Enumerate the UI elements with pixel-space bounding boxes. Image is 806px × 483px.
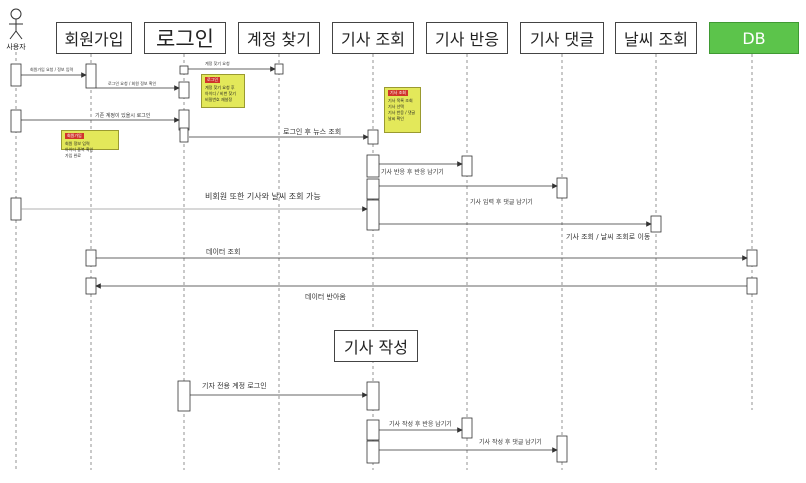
note-line: 비밀번호 재설정 bbox=[205, 97, 233, 102]
note-line: 계정 찾기 요청 후 bbox=[205, 85, 235, 90]
activation-box bbox=[178, 81, 190, 99]
note-line: 날씨 확인 bbox=[388, 116, 404, 121]
note-line: 기사 선택 bbox=[388, 104, 404, 109]
participant-db: DB bbox=[709, 22, 799, 54]
section-title: 기사 작성 bbox=[334, 330, 418, 362]
activation-box bbox=[746, 249, 758, 267]
activation-box bbox=[274, 63, 284, 75]
participant-find: 계정 찾기 bbox=[238, 22, 320, 54]
participant-login: 로그인 bbox=[144, 22, 226, 54]
message-label: 기사 조회 / 날씨 조회로 이동 bbox=[566, 233, 651, 241]
activation-box bbox=[10, 109, 22, 133]
message-label: 기사 반응 후 반응 남기기 bbox=[381, 169, 444, 176]
note-line: 회원 정보 입력 bbox=[65, 141, 90, 146]
note-line: 기사 반응 / 댓글 bbox=[388, 110, 416, 115]
activation-box bbox=[461, 155, 473, 177]
activation-box bbox=[179, 127, 189, 143]
note-tag: 기사 조회 bbox=[388, 90, 408, 96]
activation-box bbox=[366, 381, 380, 411]
activation-box bbox=[461, 417, 473, 439]
activation-box bbox=[366, 419, 380, 441]
message-label: 데이터 반아옴 bbox=[305, 293, 346, 301]
note-tag: 회원가입 bbox=[65, 133, 84, 139]
message-label: 로그인 후 뉴스 조회 bbox=[283, 128, 342, 136]
participant-article: 기사 조회 bbox=[332, 22, 414, 54]
note-tag: 로그인 bbox=[205, 77, 221, 83]
message-label: 데이터 조회 bbox=[206, 248, 241, 256]
message-label: 기존 계정이 있을시 로그인 bbox=[95, 113, 151, 119]
activation-box bbox=[366, 178, 380, 200]
note-signup: 회원가입 회원 정보 입력 아이디 중복 확인 가입 완료 bbox=[61, 130, 119, 158]
activation-box bbox=[366, 440, 380, 464]
activation-box bbox=[556, 435, 568, 463]
note-find-account: 로그인 계정 찾기 요청 후 아이디 / 비번 찾기 비밀번호 재설정 bbox=[201, 74, 245, 108]
activation-box bbox=[650, 215, 662, 233]
activation-box bbox=[85, 63, 97, 89]
lifelines bbox=[15, 52, 753, 470]
note-line: 기사 목록 조회 bbox=[388, 98, 413, 103]
activation-box bbox=[556, 177, 568, 199]
note-line: 가입 완료 bbox=[65, 153, 81, 158]
message-label: 기사 입력 후 댓글 남기기 bbox=[470, 199, 533, 206]
message-label: 비회원 또한 기사와 날씨 조회 가능 bbox=[205, 192, 321, 201]
message-label: 기사 작성 후 반응 남기기 bbox=[389, 421, 452, 428]
message-label: 계정 찾기 요청 bbox=[205, 61, 230, 66]
actor-label: 사용자 bbox=[6, 43, 26, 51]
activation-box bbox=[178, 109, 190, 131]
activation-box bbox=[366, 154, 380, 178]
actor-icon bbox=[9, 8, 23, 40]
message-label: 기사 작성 후 댓글 남기기 bbox=[479, 439, 542, 446]
note-line: 아이디 / 비번 찾기 bbox=[205, 91, 236, 96]
activation-box bbox=[177, 380, 191, 412]
message-label: 기자 전용 계정 로그인 bbox=[202, 382, 267, 390]
participant-weather: 날씨 조회 bbox=[615, 22, 697, 54]
activation-box bbox=[179, 65, 189, 75]
message-label: 회원가입 요청 / 정보 입력 bbox=[30, 67, 74, 72]
activation-box bbox=[746, 277, 758, 295]
activation-box bbox=[10, 63, 22, 87]
activation-box bbox=[10, 197, 22, 221]
note-article: 기사 조회 기사 목록 조회 기사 선택 기사 반응 / 댓글 날씨 확인 bbox=[384, 87, 421, 133]
note-line: 아이디 중복 확인 bbox=[65, 147, 94, 152]
participant-reaction: 기사 반응 bbox=[426, 22, 508, 54]
activation-box bbox=[366, 199, 380, 231]
activation-box bbox=[85, 249, 97, 267]
participant-comment: 기사 댓글 bbox=[520, 22, 604, 54]
message-arrows bbox=[21, 66, 748, 453]
message-label: 로그인 요청 / 회원 정보 확인 bbox=[108, 81, 157, 86]
participant-signup: 회원가입 bbox=[56, 22, 132, 54]
activation-box bbox=[367, 129, 379, 145]
activation-box bbox=[85, 277, 97, 295]
